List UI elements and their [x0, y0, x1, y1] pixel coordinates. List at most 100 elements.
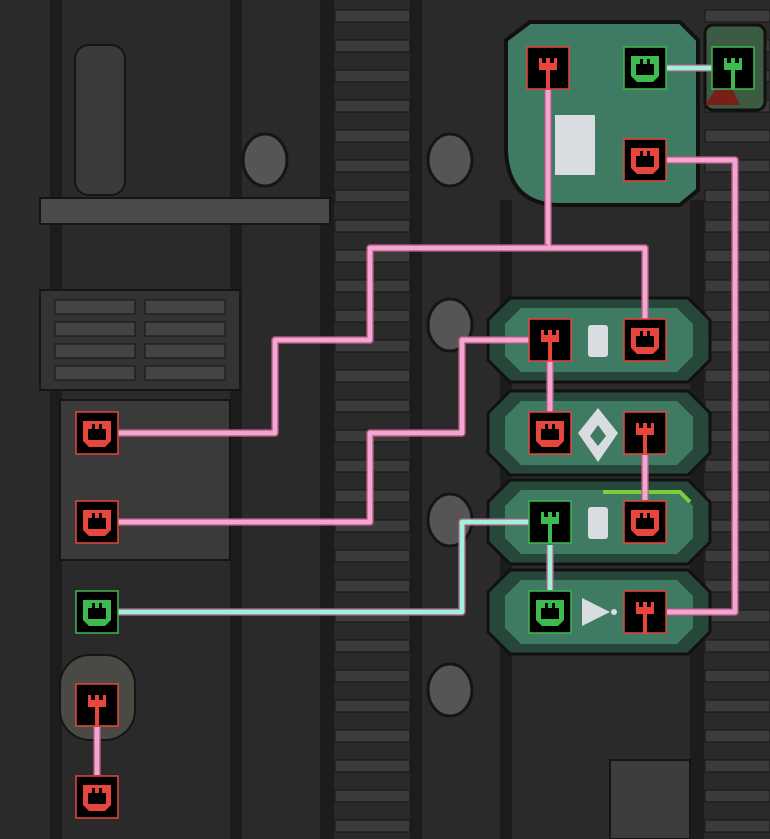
wire-red[interactable]	[118, 245, 548, 436]
xor-gate-icon	[578, 408, 618, 462]
wire-red[interactable]	[545, 90, 648, 320]
ladder-rung	[334, 819, 411, 833]
input-port-icon	[631, 148, 659, 174]
sensor-input-port[interactable]	[623, 46, 667, 90]
buffer-input-port[interactable]	[623, 318, 667, 362]
ladder-rung	[334, 579, 411, 593]
ladder-rung	[334, 759, 411, 773]
filter-input-port[interactable]	[623, 500, 667, 544]
ladder-rung	[334, 219, 411, 233]
not-output-port[interactable]	[623, 590, 667, 634]
bin-slat	[54, 299, 136, 315]
ladder-rung	[704, 759, 770, 773]
not-gate-bubble	[611, 609, 617, 615]
sensor-flag	[705, 75, 740, 105]
ladder-rung	[334, 9, 411, 23]
lamp-fixture	[426, 662, 474, 718]
bin-slat	[144, 321, 226, 337]
ladder-rung	[334, 669, 411, 683]
ladder-rung	[334, 699, 411, 713]
ladder-rung	[704, 669, 770, 683]
bin-slat	[54, 365, 136, 381]
output-port-icon	[636, 602, 654, 633]
machine	[609, 759, 691, 839]
sensor-output-port-2[interactable]	[623, 138, 667, 182]
bin-slat	[54, 321, 136, 337]
ladder-rung	[704, 699, 770, 713]
ladder-rung	[334, 729, 411, 743]
port-frame	[623, 500, 667, 544]
bin-slat	[144, 365, 226, 381]
port-frame	[75, 411, 119, 455]
input-port-icon	[536, 600, 564, 626]
filter-gate-icon	[588, 507, 608, 539]
lamp-fixture	[241, 132, 289, 188]
ladder-rung	[334, 159, 411, 173]
sensor-panel-display	[555, 115, 595, 175]
wall-beam	[230, 0, 242, 839]
port-frame	[75, 775, 119, 819]
filter-output-port[interactable]	[528, 500, 572, 544]
sensor-output-port[interactable]	[526, 46, 570, 90]
bin-slat	[54, 343, 136, 359]
ladder-rung	[334, 369, 411, 383]
ladder-rung	[704, 819, 770, 833]
xor-output-port[interactable]	[623, 411, 667, 455]
output-port-icon	[541, 512, 559, 543]
buffer-gate-icon	[588, 325, 608, 357]
pipe	[74, 44, 126, 196]
ladder-rung	[334, 99, 411, 113]
wire-red[interactable]	[667, 157, 738, 615]
filter-progress	[603, 490, 692, 504]
ladder-rung	[704, 789, 770, 803]
left-input-port[interactable]	[75, 775, 119, 819]
ladder-rung	[334, 39, 411, 53]
bin-slat	[144, 343, 226, 359]
input-port-icon	[536, 421, 564, 447]
port-frame	[75, 500, 119, 544]
not-input-port[interactable]	[528, 590, 572, 634]
output-port-icon	[541, 330, 559, 361]
output-port-icon	[724, 58, 742, 89]
input-port-icon	[631, 56, 659, 82]
ladder-rung	[334, 399, 411, 413]
port-frame	[75, 590, 119, 634]
ladder-rung	[334, 639, 411, 653]
ladder-rung	[704, 729, 770, 743]
input-port-icon	[83, 421, 111, 447]
left-output-port[interactable]	[75, 683, 119, 727]
port-frame	[623, 46, 667, 90]
port-frame	[528, 411, 572, 455]
lamp-fixture	[426, 132, 474, 188]
output-port-icon	[539, 58, 557, 89]
input-port-icon	[83, 785, 111, 811]
output-port-icon	[88, 695, 106, 726]
wall-beam	[320, 0, 334, 839]
output-port-icon	[636, 423, 654, 454]
ladder-rung	[334, 189, 411, 203]
ladder-rung	[704, 9, 770, 23]
wire-red[interactable]	[118, 337, 530, 525]
input-port-icon	[631, 328, 659, 354]
port-frame	[528, 590, 572, 634]
left-input-port[interactable]	[75, 500, 119, 544]
ladder-rung	[704, 639, 770, 653]
wire-green[interactable]	[118, 519, 530, 615]
input-port-icon	[631, 510, 659, 536]
port-frame	[623, 318, 667, 362]
ladder-rung	[334, 129, 411, 143]
external-sensor-output-port[interactable]	[711, 46, 755, 90]
xor-input-port[interactable]	[528, 411, 572, 455]
bin-slat	[144, 299, 226, 315]
ladder-rung	[334, 549, 411, 563]
buffer-output-port[interactable]	[528, 318, 572, 362]
ladder-rung	[334, 69, 411, 83]
left-input-port[interactable]	[75, 411, 119, 455]
gate-xor-gate[interactable]	[486, 389, 712, 477]
port-frame	[623, 138, 667, 182]
ladder-rung	[334, 789, 411, 803]
ladder-rung	[704, 129, 770, 143]
left-input-port[interactable]	[75, 590, 119, 634]
not-gate-icon	[582, 598, 610, 626]
